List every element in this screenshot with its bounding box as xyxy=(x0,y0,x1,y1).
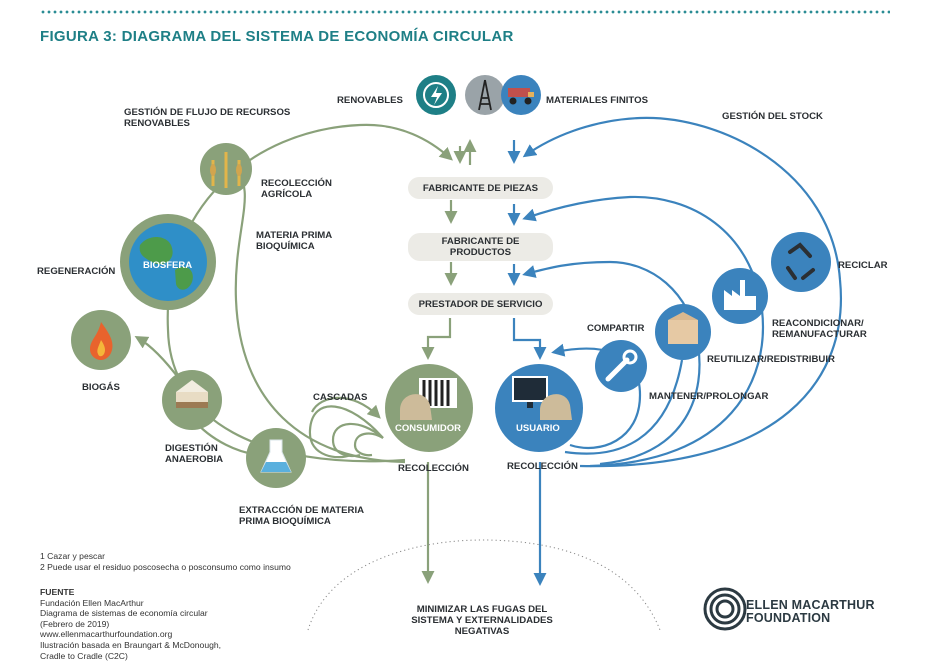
renewables-label: RENOVABLES xyxy=(337,95,403,106)
flask-icon xyxy=(246,428,306,488)
biogas-label: BIOGÁS xyxy=(82,382,120,393)
source-heading: FUENTE xyxy=(40,587,75,597)
digestion-label: DIGESTIÓN ANAEROBIA xyxy=(165,443,224,465)
service-provider: PRESTADOR DE SERVICIO xyxy=(408,293,553,315)
emf-logo-line1: ELLEN MACARTHUR xyxy=(746,598,875,612)
harvest-label: RECOLECCIÓN AGRÍCOLA xyxy=(261,178,332,200)
maintain-loop xyxy=(551,343,642,450)
source-line: Diagrama de sistemas de economía circula… xyxy=(40,608,208,619)
source-line: (Febrero de 2019) xyxy=(40,618,110,629)
source-line: Cradle to Cradle (C2C) xyxy=(40,650,128,661)
recycle-label: RECICLAR xyxy=(838,260,888,271)
regeneration-label: REGENERACIÓN xyxy=(37,266,116,277)
technical-cycle-lines xyxy=(507,116,842,586)
stock-management-label: GESTIÓN DEL STOCK xyxy=(722,111,823,122)
bio-collection-label: RECOLECCIÓN xyxy=(398,463,469,474)
soil-icon xyxy=(162,370,222,430)
extraction-label: EXTRACCIÓN DE MATERIA PRIMA BIOQUÍMICA xyxy=(239,505,365,527)
biogas-arrow xyxy=(134,336,181,381)
flame-icon xyxy=(71,310,131,370)
cascade-arrow xyxy=(311,396,381,419)
remanufacture-label: REACONDICIONAR/ REMANUFACTURAR xyxy=(772,318,867,340)
footnote-2: 2 Puede usar el residuo poscosecha o pos… xyxy=(40,562,291,572)
wheat-fish-icon xyxy=(200,143,252,195)
mining-truck-icon xyxy=(501,75,541,115)
emf-logo-icon xyxy=(703,587,747,631)
recycle-icon xyxy=(771,232,831,292)
source-block: FUENTE Fundación Ellen MacArthur Diagram… xyxy=(40,587,221,661)
consumer-node: CONSUMIDOR xyxy=(385,364,473,452)
share-label: COMPARTIR xyxy=(587,323,645,334)
footnote-1: 1 Cazar y pescar xyxy=(40,551,105,561)
renewable-flow-label: GESTIÓN DE FLUJO DE RECURSOS RENOVABLES xyxy=(124,107,291,129)
emf-logo-line2: FOUNDATION xyxy=(746,611,831,625)
minimize-leakage-label: MINIMIZAR LAS FUGAS DEL SISTEMA Y EXTERN… xyxy=(411,604,553,637)
cascades-label: CASCADAS xyxy=(313,392,368,403)
product-manufacturer: FABRICANTE DE PRODUCTOS xyxy=(408,233,553,261)
factory-icon xyxy=(712,268,768,324)
user-label: USUARIO xyxy=(516,423,560,434)
emf-logo: ELLEN MACARTHUR FOUNDATION xyxy=(746,599,875,625)
reuse-loop xyxy=(522,260,701,466)
feedstock-label: MATERIA PRIMA BIOQUÍMICA xyxy=(256,230,333,252)
finite-materials-label: MATERIALES FINITOS xyxy=(546,95,648,106)
recycle-loop xyxy=(522,116,842,468)
source-line: Fundación Ellen MacArthur xyxy=(40,597,144,608)
footnotes: 1 Cazar y pescar 2 Puede usar el residuo… xyxy=(40,551,291,573)
energy-icon xyxy=(416,75,456,115)
remanufacture-loop xyxy=(522,195,764,468)
parts-manufacturer: FABRICANTE DE PIEZAS xyxy=(408,177,553,199)
source-line: www.ellenmacarthurfoundation.org xyxy=(40,629,173,640)
user-node: USUARIO xyxy=(495,364,583,452)
source-line: Ilustración basada en Braungart & McDono… xyxy=(40,639,222,650)
biosphere-label: BIOSFERA xyxy=(143,260,192,271)
consumer-label: CONSUMIDOR xyxy=(395,423,461,434)
globe-icon: BIOSFERA xyxy=(120,214,216,310)
tech-collection-label: RECOLECCIÓN xyxy=(507,461,578,472)
figure-title: FIGURA 3: DIAGRAMA DEL SISTEMA DE ECONOM… xyxy=(40,28,514,45)
box-icon xyxy=(655,304,711,360)
top-dotted-rule xyxy=(40,10,890,14)
wrench-icon xyxy=(595,340,647,392)
oil-rig-icon xyxy=(465,75,505,115)
reuse-label: REUTILIZAR/REDISTRIBUIR xyxy=(707,354,835,365)
maintain-label: MANTENER/PROLONGAR xyxy=(649,391,769,402)
